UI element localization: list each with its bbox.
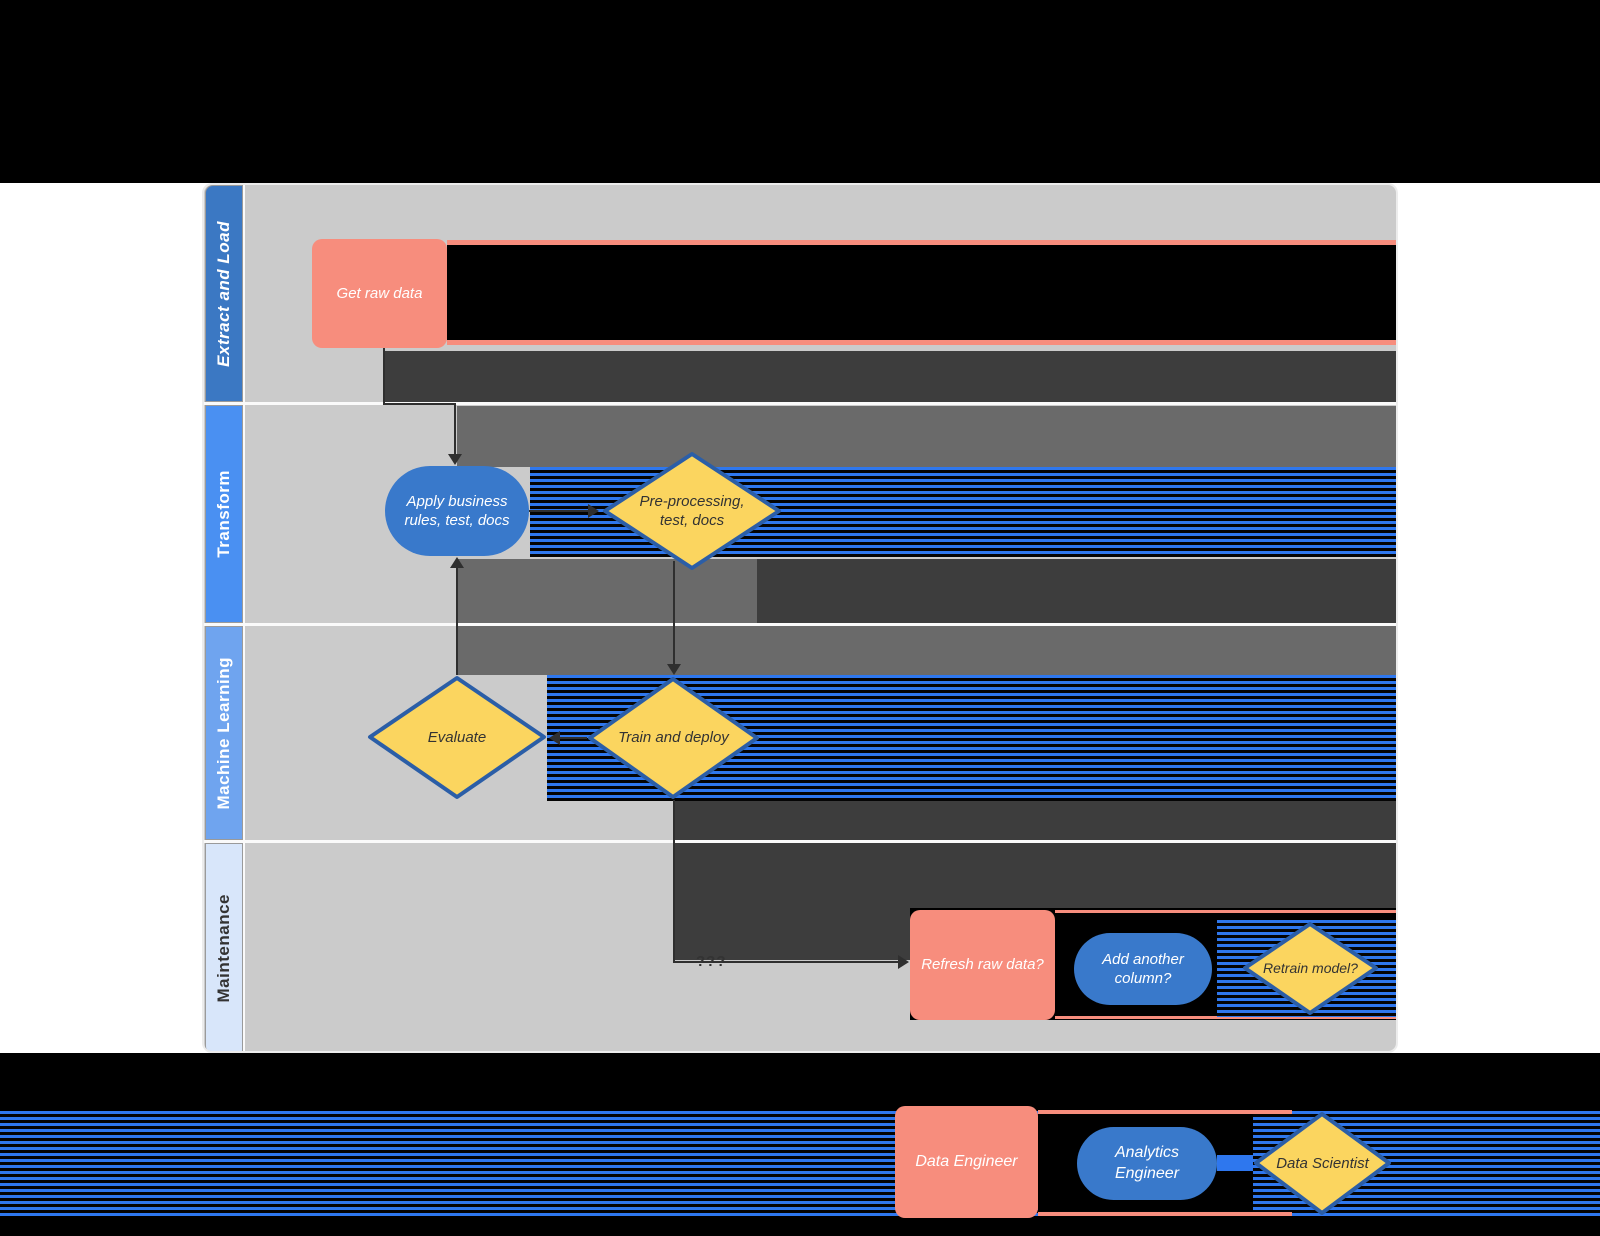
legend-analytics-engineer: Analytics Engineer [1077,1127,1217,1200]
arrowhead-right-icon [588,504,599,518]
node-apply-business-rules: Apply business rules, test, docs [385,466,529,556]
glitch-gray-rect [457,559,757,623]
lane-label: Transform [214,470,233,558]
node-label: Train and deploy [618,729,729,747]
arrowhead-right-icon [898,955,909,969]
diamond-shape-icon [1243,922,1378,1015]
swimlane-diagram: Extract and Load Transform Machine Learn… [202,183,1398,1053]
legend-label: Data Scientist [1276,1154,1369,1172]
node-train-and-deploy: Train and deploy [587,676,760,800]
edge-train-refresh [673,961,900,963]
node-retrain-model: Retrain model? [1242,921,1379,1016]
legend-label: Analytics Engineer [1114,1143,1180,1182]
edge-getraw-apply [454,403,456,455]
glitch-salmon-line [447,240,1396,245]
node-evaluate: Evaluate [367,675,547,800]
glitch-blue-band [1217,1155,1253,1171]
lane-label: Maintenance [214,894,233,1003]
lane-separator [204,623,1396,626]
node-label: Add another column? [1102,950,1184,988]
edge-preprocess-train [673,561,675,665]
lane-header-transform: Transform [205,405,243,623]
glitch-dark-rect [674,801,1396,842]
arrowhead-up-icon [450,557,464,568]
node-label: Get raw data [336,284,423,302]
node-label: Pre-processing, test, docs [639,492,745,530]
glitch-dark-rect [674,908,910,960]
glitch-dark-rect [385,351,1396,402]
diamond-shape-icon [368,676,546,799]
glitch-black-rect [447,245,1396,340]
edge-apply-preprocess [529,510,589,512]
lane-header-machine-learning: Machine Learning [205,626,243,840]
node-label: Retrain model? [1263,960,1358,977]
glitch-dark-rect [757,559,1396,623]
node-add-another-column: Add another column? [1074,933,1212,1005]
arrowhead-left-icon [549,731,560,745]
glitch-salmon-line [1038,1110,1292,1114]
arrowhead-down-icon [448,454,462,465]
node-refresh-raw-data: Refresh raw data? [910,910,1055,1020]
top-black-band [0,0,1600,183]
edge-evaluate-apply [456,567,458,675]
glitch-salmon-line [447,340,1396,345]
edge-train-evaluate [560,737,587,739]
lane-label: Machine Learning [214,656,233,810]
legend-data-scientist: Data Scientist [1253,1111,1392,1216]
node-label: Apply business rules, test, docs [404,492,510,530]
edge-label-questions: ??? [696,953,727,970]
edge-getraw-apply [383,403,456,405]
node-label: Refresh raw data? [921,956,1044,974]
lane-header-maintenance: Maintenance [205,843,243,1051]
diamond-shape-icon [588,677,759,799]
glitch-gray-rect [457,625,1396,675]
lane-separator [204,840,1396,843]
node-preprocessing: Pre-processing, test, docs [602,451,782,571]
glitch-salmon-line [1038,1212,1292,1216]
lane-label: Extract and Load [214,220,233,367]
legend-label: Data Engineer [915,1152,1018,1170]
glitch-dark-rect [674,842,1396,908]
arrowhead-down-icon [667,664,681,675]
diamond-shape-icon [603,452,781,570]
edge-getraw-apply [383,348,385,404]
glitch-salmon-line [1055,910,1396,913]
edge-train-refresh [673,800,675,962]
glitch-gray-rect [457,406,1396,467]
node-get-raw-data: Get raw data [312,239,447,348]
header-separator [243,185,245,1051]
diamond-shape-icon [1254,1112,1391,1215]
glitch-salmon-line [1055,1016,1396,1019]
lane-header-extract-and-load: Extract and Load [205,185,243,402]
lane-separator [204,402,1396,405]
node-label: Evaluate [427,728,487,746]
legend-data-engineer: Data Engineer [895,1106,1038,1218]
